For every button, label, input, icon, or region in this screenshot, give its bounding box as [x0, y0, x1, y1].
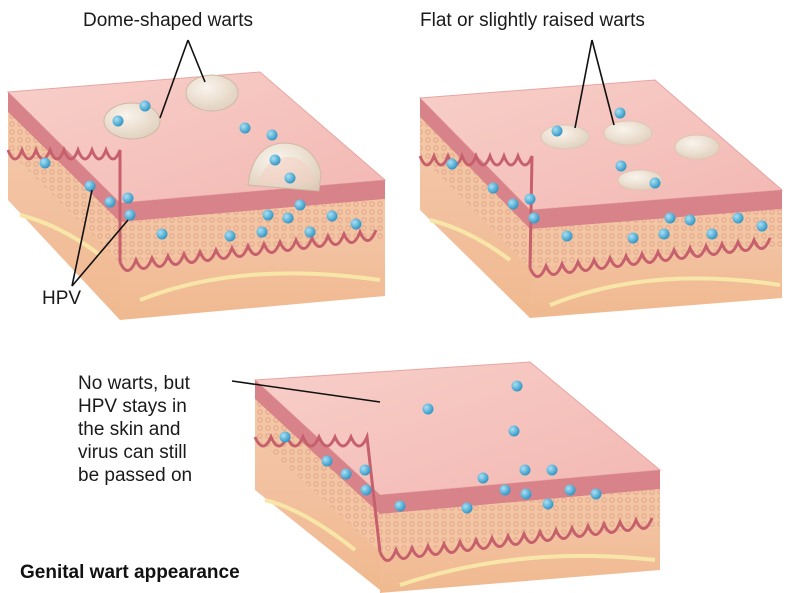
hpv-particle [85, 181, 96, 192]
hpv-particle [659, 229, 670, 240]
hpv-particle [500, 485, 511, 496]
hpv-particle [685, 215, 696, 226]
hpv-particle [447, 159, 458, 170]
hpv-particle [757, 221, 768, 232]
wart-flat [675, 135, 719, 159]
label-flat-raised: Flat or slightly raised warts [420, 10, 645, 32]
label-no-warts-line: HPV stays in [78, 395, 248, 418]
hpv-particle [113, 116, 124, 127]
hpv-particle [285, 173, 296, 184]
hpv-particle [395, 501, 406, 512]
hpv-particle [157, 229, 168, 240]
hpv-particle [462, 503, 473, 514]
label-no-warts-line: be passed on [78, 464, 248, 487]
skin-block-none [255, 362, 660, 593]
hpv-particle [520, 465, 531, 476]
hpv-particle [547, 465, 558, 476]
hpv-particle [123, 193, 134, 204]
hpv-particle [295, 200, 306, 211]
hpv-particle [361, 485, 372, 496]
hpv-particle [327, 211, 338, 222]
hpv-particle [305, 227, 316, 238]
hpv-particle [665, 213, 676, 224]
hpv-particle [225, 231, 236, 242]
hpv-particle [267, 130, 278, 141]
hpv-particle [615, 108, 626, 119]
hpv-particle [733, 213, 744, 224]
label-hpv: HPV [42, 288, 81, 310]
hpv-particle [521, 489, 532, 500]
hpv-particle [512, 381, 523, 392]
hpv-particle [140, 101, 151, 112]
hpv-particle [240, 123, 251, 134]
hpv-particle [565, 485, 576, 496]
wart-dome [104, 103, 160, 139]
hpv-particle [257, 227, 268, 238]
label-no-warts-line: the skin and [78, 418, 248, 441]
skin-block-dome [8, 72, 385, 320]
hpv-particle [351, 219, 362, 230]
hpv-particle [591, 489, 602, 500]
hpv-particle [508, 199, 519, 210]
hpv-particle [341, 469, 352, 480]
hpv-particle [360, 465, 371, 476]
hpv-particle [270, 155, 281, 166]
hpv-particle [105, 197, 116, 208]
label-dome-shaped: Dome-shaped warts [83, 10, 253, 32]
hpv-particle [628, 233, 639, 244]
leader-line [188, 40, 205, 82]
hpv-particle [707, 229, 718, 240]
wart-dome [186, 75, 238, 111]
hpv-particle [650, 178, 661, 189]
label-no-warts-line: virus can still [78, 441, 248, 464]
wart-flat [541, 125, 589, 149]
figure-caption: Genital wart appearance [20, 562, 240, 584]
hpv-particle [616, 161, 627, 172]
label-no-warts-line: No warts, but [78, 372, 248, 395]
hpv-particle [283, 213, 294, 224]
hpv-particle [125, 210, 136, 221]
hpv-particle [529, 213, 540, 224]
skin-block-flat [420, 80, 782, 318]
hpv-particle [322, 456, 333, 467]
hpv-particle [525, 194, 536, 205]
hpv-particle [40, 158, 51, 169]
hpv-particle [478, 473, 489, 484]
hpv-particle [552, 126, 563, 137]
hpv-particle [263, 210, 274, 221]
hpv-particle [423, 404, 434, 415]
wart-flat [604, 121, 652, 145]
hpv-particle [509, 426, 520, 437]
label-no-warts: No warts, but HPV stays in the skin and … [78, 372, 248, 487]
hpv-particle [488, 183, 499, 194]
hpv-particle [280, 432, 291, 443]
hpv-particle [562, 231, 573, 242]
hpv-particle [543, 499, 554, 510]
